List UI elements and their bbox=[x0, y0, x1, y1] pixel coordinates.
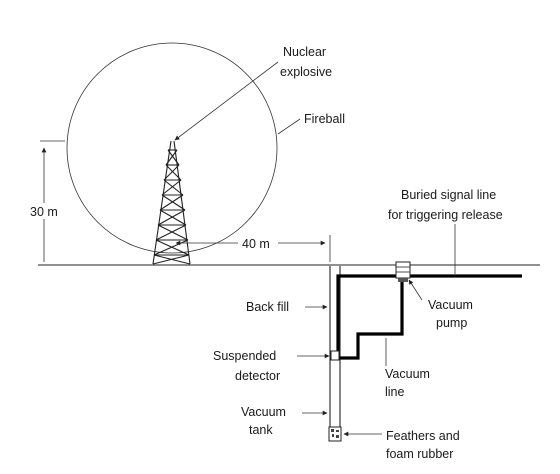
fireball-label: Fireball bbox=[304, 112, 345, 126]
tower bbox=[152, 140, 191, 265]
vacuum-pump bbox=[395, 261, 411, 282]
nuclear-explosive-label-line1: Nuclear bbox=[283, 45, 326, 59]
feathers-label-line2: foam rubber bbox=[386, 447, 453, 461]
buried-signal-label-line2: for triggering release bbox=[388, 208, 503, 222]
radius-label: 40 m bbox=[242, 237, 270, 251]
vacuum-pump-leader bbox=[408, 279, 423, 301]
fireball-circle bbox=[66, 42, 278, 254]
feathers-foam bbox=[328, 426, 342, 442]
buried-signal-label-line1: Buried signal line bbox=[401, 188, 496, 202]
nuclear-explosive-label-line2: explosive bbox=[280, 65, 332, 79]
suspended-detector bbox=[330, 350, 340, 361]
fireball-leader bbox=[277, 118, 301, 135]
height-label: 30 m bbox=[30, 205, 58, 219]
back-fill-label: Back fill bbox=[246, 300, 289, 314]
vacuum-pump-label-line2: pump bbox=[436, 316, 467, 330]
feathers-label-line1: Feathers and bbox=[386, 429, 460, 443]
suspended-detector-label-line2: detector bbox=[235, 369, 280, 383]
vacuum-pump-label-line1: Vacuum bbox=[428, 298, 473, 312]
vacuum-line-label-line2: line bbox=[385, 385, 405, 399]
nuclear-explosive-leader bbox=[174, 61, 279, 141]
height-label-bg bbox=[27, 203, 65, 219]
vacuum-tank-label-line1: Vacuum bbox=[241, 405, 286, 419]
suspended-detector-label-line1: Suspended bbox=[213, 349, 276, 363]
radius-label-bg bbox=[238, 235, 278, 251]
signal-line bbox=[336, 274, 522, 356]
vacuum-tank-label-line2: tank bbox=[249, 423, 273, 437]
vacuum-line-label-line1: Vacuum bbox=[385, 367, 430, 381]
vacuum-line bbox=[338, 282, 404, 360]
